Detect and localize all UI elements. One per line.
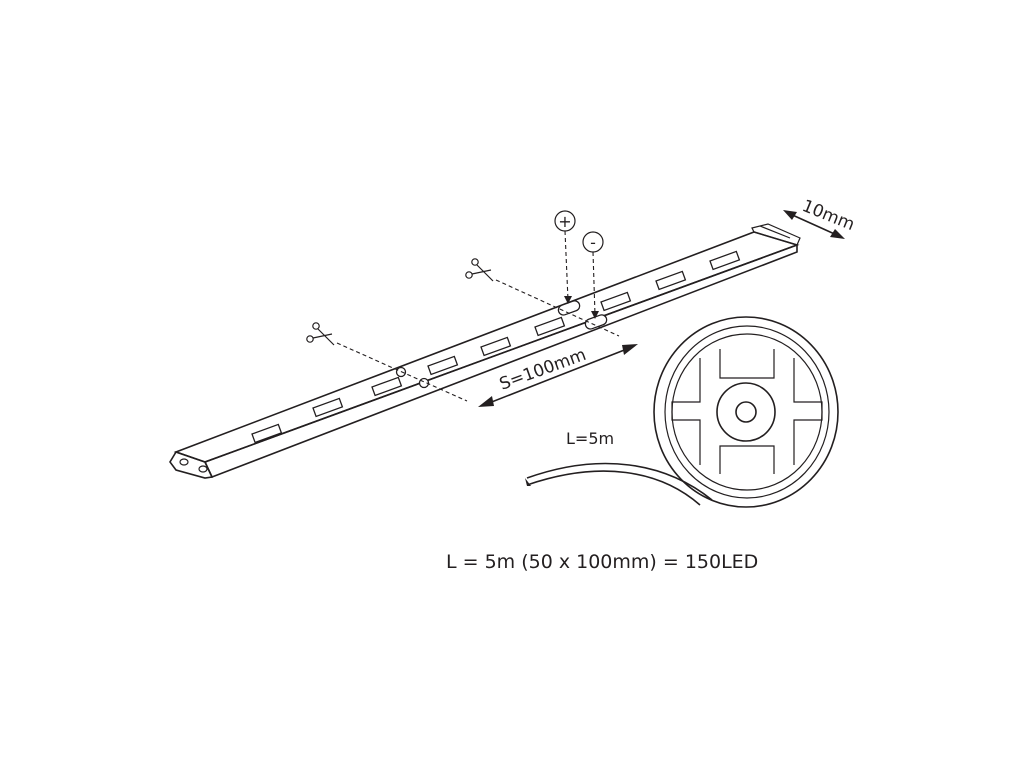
scissors-icon [306,322,335,346]
led-chip [534,316,566,337]
minus-terminal-icon: - [582,231,604,319]
formula-text: L = 5m (50 x 100mm) = 150LED [446,551,759,573]
strip-left-end [169,451,214,479]
scissors-icon [465,258,494,282]
plus-pad [557,300,581,316]
width-dimension: 10mm [783,196,857,239]
plus-terminal-icon: + [554,210,576,304]
led-chip [655,270,687,291]
width-label: 10mm [799,196,857,235]
connector-icon [179,458,208,473]
led-chip [251,423,283,444]
led-chip [312,397,344,418]
svg-text:+: + [558,212,571,231]
led-strip [169,223,801,479]
length-label: L=5m [566,429,614,448]
led-chip [371,376,403,397]
svg-text:-: - [590,233,596,252]
led-chip [709,250,741,271]
led-chip [600,291,632,312]
reel-icon [525,316,839,508]
led-chip [427,355,459,376]
strip-front-edge [203,243,798,479]
led-chip [480,336,512,357]
strip-right-end [751,223,801,246]
